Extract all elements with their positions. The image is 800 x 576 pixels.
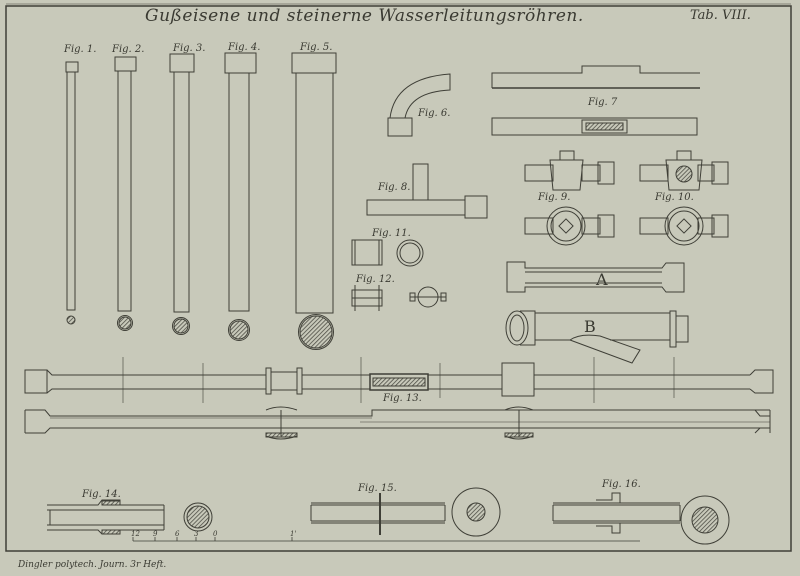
fig13-section-pipe [24, 406, 771, 440]
fig14-label: Fig. 14. [82, 489, 121, 500]
fig9-label: Fig. 9. [538, 192, 571, 203]
fig11-label: Fig. 11. [372, 228, 411, 239]
fig3-pipe [169, 53, 195, 335]
plate-number: Tab. VIII. [690, 8, 751, 23]
plate-footer: Dingler polytech. Journ. 3r Heft. [18, 560, 167, 570]
scale-tick: 12 [131, 530, 140, 538]
fig2-label: Fig. 2. [112, 44, 145, 55]
scale-bar [132, 537, 640, 542]
fig12-clamp [351, 285, 447, 311]
fig9-cock [524, 150, 615, 246]
plate-title: Gußeisene und steinerne Wasserleitungsrö… [145, 6, 584, 26]
fig4-pipe [224, 52, 257, 341]
fig8-tee [366, 163, 488, 219]
scale-tick: 0 [213, 530, 218, 538]
part-b-label: B [584, 317, 596, 336]
fig10-label: Fig. 10. [655, 192, 694, 203]
part-b-pipe [505, 310, 689, 364]
fig1-pipe [65, 61, 79, 325]
fig5-label: Fig. 5. [300, 42, 333, 53]
fig11-sleeve [351, 239, 424, 267]
part-a-pipe [506, 261, 685, 293]
scale-tick: 1' [290, 530, 297, 538]
fig1-label: Fig. 1. [64, 44, 97, 55]
scale-tick: 6 [175, 530, 180, 538]
fig12-label: Fig. 12. [356, 274, 395, 285]
fig13-label: Fig. 13. [383, 393, 422, 404]
fig4-label: Fig. 4. [228, 42, 261, 53]
fig16-flange-joint [552, 492, 730, 545]
scale-tick: 9 [153, 530, 158, 538]
fig15-flange-joint [310, 487, 501, 537]
part-a-label: A [596, 270, 608, 289]
scale-tick: 3 [194, 530, 199, 538]
fig8-label: Fig. 8. [378, 182, 411, 193]
fig6-label: Fig. 6. [418, 108, 451, 119]
fig2-pipe [114, 56, 137, 331]
fig7-label: Fig. 7 [588, 97, 618, 108]
fig16-label: Fig. 16. [602, 479, 641, 490]
fig10-cock [639, 150, 729, 246]
fig3-label: Fig. 3. [173, 43, 206, 54]
fig13-main-pipe [24, 357, 774, 403]
fig14-joint [47, 499, 213, 535]
fig5-pipe [291, 52, 337, 350]
plate-border [5, 5, 792, 552]
fig7-stone-pipe [491, 65, 700, 136]
fig6-elbow [387, 73, 451, 137]
fig15-label: Fig. 15. [358, 483, 397, 494]
